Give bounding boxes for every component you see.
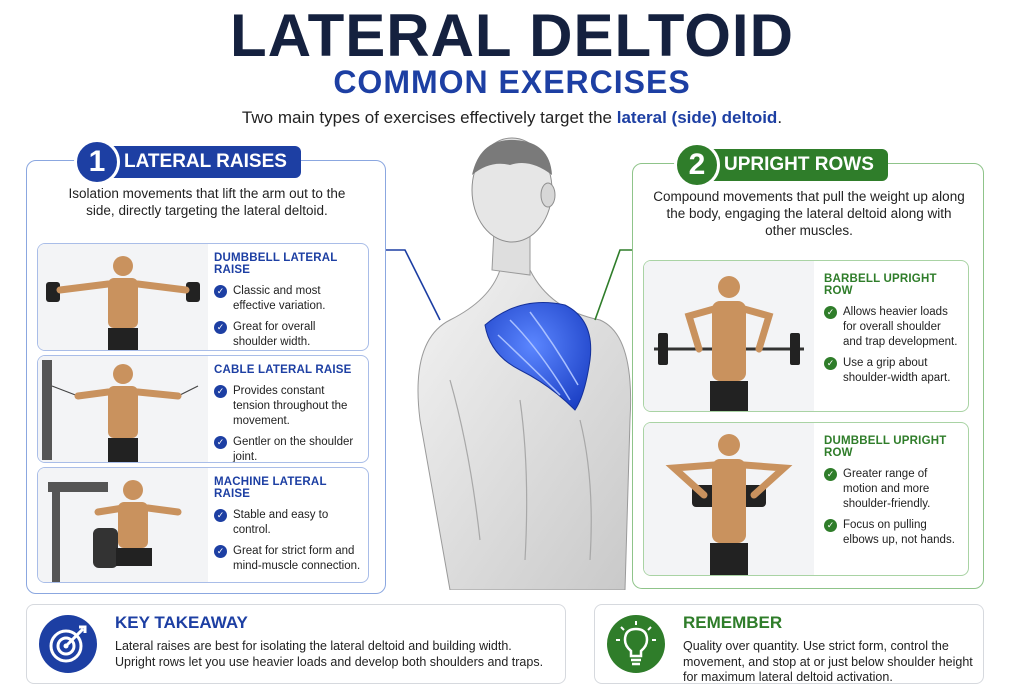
check-icon: ✓: [824, 519, 837, 532]
upright-rows-description: Compound movements that pull the weight …: [653, 189, 965, 238]
section-number: 1: [74, 139, 120, 185]
check-icon: ✓: [214, 285, 227, 298]
barbell-upright-row-card: BARBELL UPRIGHT ROW ✓Allows heavier load…: [643, 260, 969, 412]
check-icon: ✓: [824, 306, 837, 319]
bullet-item: ✓Stable and easy to control.: [214, 508, 362, 538]
key-takeaway-box: KEY TAKEAWAY Lateral raises are best for…: [26, 604, 566, 684]
bullet-item: ✓Provides constant tension throughout th…: [214, 384, 362, 429]
exercise-title: MACHINE LATERAL RAISE: [214, 476, 327, 500]
section-1-badge: 1 LATERAL RAISES: [74, 139, 301, 185]
target-icon: [39, 615, 97, 673]
machine-lateral-raise-card: MACHINE LATERAL RAISE ✓Stable and easy t…: [37, 467, 369, 583]
check-icon: ✓: [824, 357, 837, 370]
check-icon: ✓: [824, 468, 837, 481]
intro-highlight: lateral (side) deltoid: [616, 108, 778, 127]
page-title: LATERAL DELTOID: [230, 2, 794, 69]
barbell-upright-row-image: [644, 261, 814, 411]
section-2-badge: 2 UPRIGHT ROWS: [674, 142, 888, 188]
bullet-item: ✓Great for strict form and mind-muscle c…: [214, 544, 362, 574]
bullet-item: ✓Greater range of motion and more should…: [824, 467, 962, 512]
bullet-item: ✓Classic and most effective variation.: [214, 284, 362, 314]
check-icon: ✓: [214, 436, 227, 449]
exercise-title: CABLE LATERAL RAISE: [214, 364, 352, 376]
check-icon: ✓: [214, 509, 227, 522]
dumbbell-upright-row-card: DUMBBELL UPRIGHT ROW ✓Greater range of m…: [643, 422, 969, 576]
check-icon: ✓: [214, 545, 227, 558]
exercise-title: DUMBBELL LATERAL RAISE: [214, 252, 338, 276]
key-takeaway-title: KEY TAKEAWAY: [115, 613, 248, 632]
lightbulb-icon: [607, 615, 665, 673]
dumbbell-lateral-raise-card: DUMBBELL LATERAL RAISE ✓Classic and most…: [37, 243, 369, 351]
page-subtitle: COMMON EXERCISES: [333, 64, 691, 100]
dumbbell-lateral-raise-image: [38, 244, 208, 350]
bullet-item: ✓Focus on pulling elbows up, not hands.: [824, 518, 962, 548]
bullet-item: ✓Allows heavier loads for overall should…: [824, 305, 962, 350]
bullet-item: ✓Gentler on the shoulder joint.: [214, 435, 362, 462]
remember-box: REMEMBER Quality over quantity. Use stri…: [594, 604, 984, 684]
lateral-raises-panel: Isolation movements that lift the arm ou…: [26, 160, 386, 594]
cable-lateral-raise-image: [38, 356, 208, 462]
cable-lateral-raise-card: CABLE LATERAL RAISE ✓Provides constant t…: [37, 355, 369, 463]
check-icon: ✓: [214, 385, 227, 398]
upright-rows-panel: Compound movements that pull the weight …: [632, 163, 984, 589]
dumbbell-upright-row-image: [644, 423, 814, 575]
remember-text: Quality over quantity. Use strict form, …: [683, 639, 973, 684]
shoulder-anatomy-illustration: [417, 137, 632, 590]
intro-prefix: Two main types of exercises effectively …: [241, 108, 617, 127]
check-icon: ✓: [214, 321, 227, 334]
section-title: UPRIGHT ROWS: [698, 149, 888, 181]
remember-title: REMEMBER: [683, 613, 783, 632]
arrow-icon: [378, 245, 650, 321]
intro-text: Two main types of exercises effectively …: [0, 108, 1024, 128]
intro-suffix: .: [777, 108, 783, 127]
exercise-title: DUMBBELL UPRIGHT ROW: [824, 435, 947, 459]
section-number: 2: [674, 142, 720, 188]
bullet-item: ✓Use a grip about shoulder-width apart.: [824, 356, 962, 386]
key-takeaway-text: Lateral raises are best for isolating th…: [115, 639, 544, 669]
section-title: LATERAL RAISES: [98, 146, 301, 178]
bullet-item: ✓Great for overall shoulder width.: [214, 320, 362, 350]
lateral-raises-description: Isolation movements that lift the arm ou…: [68, 186, 346, 218]
exercise-title: BARBELL UPRIGHT ROW: [824, 273, 937, 297]
machine-lateral-raise-image: [38, 468, 208, 582]
